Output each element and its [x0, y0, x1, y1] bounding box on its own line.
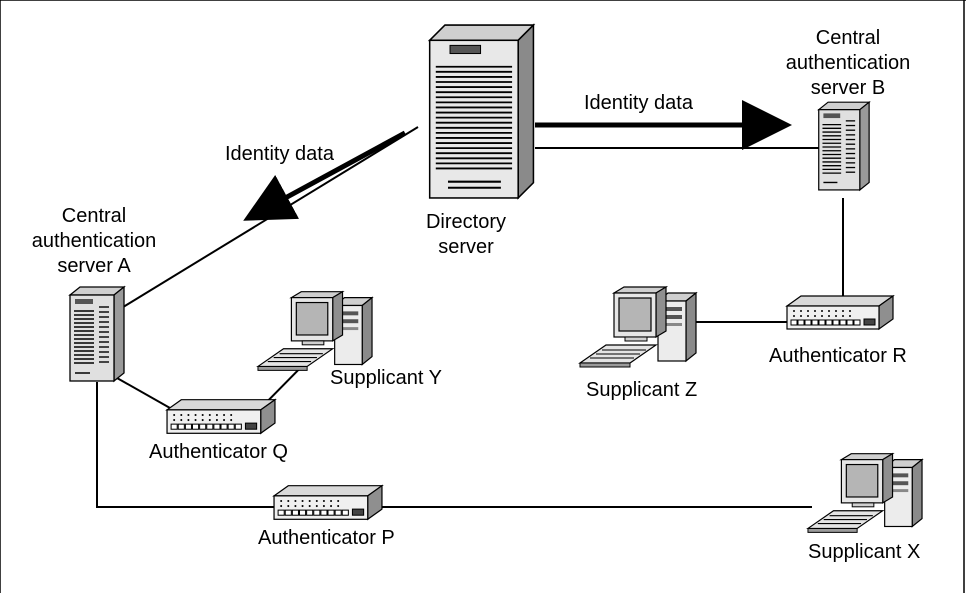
- authenticator-r-label: Authenticator R: [769, 345, 907, 367]
- server-a-label-line2: authentication: [32, 230, 157, 252]
- identity-arrows: [243, 100, 792, 221]
- link-server-a-to-authenticator-p: [96, 382, 275, 508]
- authenticator-q-icon: [166, 399, 276, 434]
- identity-data-label-right: Identity data: [584, 92, 694, 114]
- supplicant-x-label: Supplicant X: [808, 541, 920, 563]
- authenticator-p-icon: [273, 485, 383, 520]
- authenticator-p-label: Authenticator P: [258, 527, 395, 549]
- connections: [96, 126, 844, 508]
- identity-data-arrow-left: [243, 130, 407, 221]
- directory-server-label-line2: server: [438, 236, 494, 258]
- directory-server-label-line1: Directory: [426, 211, 506, 233]
- server-b-icon: [817, 101, 870, 191]
- directory-server-icon: [428, 24, 535, 200]
- supplicant-y-label: Supplicant Y: [330, 367, 442, 389]
- supplicant-z-icon: [579, 286, 697, 368]
- server-a-icon: [69, 286, 125, 382]
- server-b-label-line3: server B: [811, 77, 885, 99]
- server-b-label-line1: Central: [816, 27, 880, 49]
- identity-data-label-left: Identity data: [225, 143, 335, 165]
- server-a-label-line3: server A: [57, 255, 131, 277]
- supplicant-y-icon: [257, 291, 373, 371]
- supplicant-z-label: Supplicant Z: [586, 379, 697, 401]
- authenticator-r-icon: [786, 295, 894, 330]
- server-a-label-line1: Central: [62, 205, 126, 227]
- authenticator-q-label: Authenticator Q: [149, 441, 288, 463]
- server-b-label-line2: authentication: [786, 52, 911, 74]
- supplicant-x-icon: [807, 453, 923, 533]
